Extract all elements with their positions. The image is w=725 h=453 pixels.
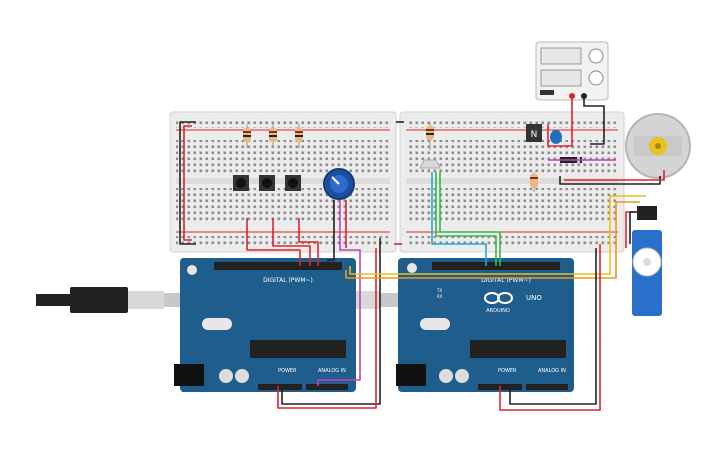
resistor-4[interactable]: [426, 122, 434, 150]
pushbutton-1[interactable]: [233, 175, 249, 191]
analog-label-left: ANALOG IN: [318, 368, 346, 374]
transistor-label: N: [531, 130, 538, 140]
rx-label: RX: [437, 294, 443, 299]
power-label-right: POWER: [498, 368, 517, 374]
resistor-1[interactable]: [243, 124, 251, 148]
pushbutton-2[interactable]: [259, 175, 275, 191]
capacitor[interactable]: [550, 130, 562, 144]
servo-icon[interactable]: [632, 206, 662, 316]
breadboard-right[interactable]: [399, 111, 625, 253]
transistor[interactable]: N: [526, 124, 542, 142]
analog-label-right: ANALOG IN: [538, 368, 566, 374]
resistor-3[interactable]: [295, 124, 303, 148]
pushbutton-3[interactable]: [285, 175, 301, 191]
dc-motor-icon[interactable]: [625, 113, 691, 179]
arduino-logo-icon: [484, 292, 513, 304]
usb-plug-icon-left[interactable]: [36, 287, 198, 313]
digital-label-right: DIGITAL (PWM~): [481, 277, 531, 284]
rgb-led[interactable]: [419, 159, 441, 169]
breadboard-left[interactable]: [169, 111, 397, 253]
potentiometer-icon[interactable]: [323, 168, 355, 200]
arduino-brand: ARDUINO: [486, 308, 510, 314]
arduino-left[interactable]: DIGITAL (PWM~) POWER ANALOG IN: [174, 258, 356, 392]
wires[interactable]: [179, 98, 665, 411]
power-label-left: POWER: [278, 368, 297, 374]
arduino-model: UNO: [526, 294, 542, 302]
resistor-2[interactable]: [269, 124, 277, 148]
resistor-5[interactable]: [530, 172, 538, 192]
digital-label-left: DIGITAL (PWM~): [263, 277, 313, 284]
power-supply-icon[interactable]: [535, 41, 609, 101]
tx-label: TX: [436, 288, 442, 293]
